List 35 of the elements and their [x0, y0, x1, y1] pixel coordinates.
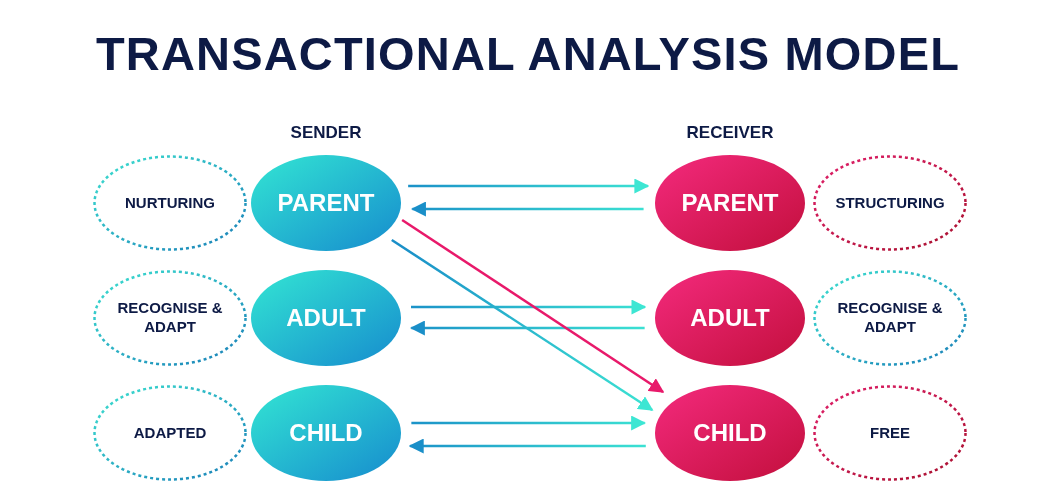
ego-state-ellipse: [251, 270, 401, 366]
arrow: [408, 178, 650, 194]
node-label: RECOGNISE & ADAPT: [836, 299, 944, 337]
node-label: FREE: [869, 423, 911, 443]
dotted-ellipse: [813, 270, 967, 366]
dotted-ellipse: [93, 385, 247, 481]
node-label: CHILD: [693, 418, 767, 448]
arrow: [391, 238, 654, 412]
node-label: STRUCTURING: [834, 193, 946, 213]
node-label: ADULT: [690, 303, 770, 333]
ego-state-ellipse: [251, 155, 401, 251]
arrow: [409, 320, 645, 336]
ego-state-ellipse: [655, 270, 805, 366]
ego-state-ellipse: [655, 385, 805, 481]
ego-state-ellipse: [655, 155, 805, 251]
node-label: ADULT: [286, 303, 366, 333]
arrow: [408, 438, 646, 454]
arrow: [411, 415, 647, 431]
node-label: CHILD: [289, 418, 363, 448]
column-heading: RECEIVER: [686, 124, 774, 141]
node-label: ADAPTED: [132, 423, 208, 443]
arrow: [411, 299, 647, 315]
column-heading: SENDER: [290, 124, 362, 141]
node-label: NURTURING: [124, 193, 216, 213]
title: TRANSACTIONAL ANALYSIS MODEL: [94, 30, 962, 77]
node-label: RECOGNISE & ADAPT: [116, 299, 224, 337]
arrow: [410, 201, 644, 217]
dotted-ellipse: [813, 385, 967, 481]
dotted-ellipse: [813, 155, 967, 251]
arrow: [401, 218, 665, 394]
node-label: PARENT: [277, 188, 375, 218]
dotted-ellipse: [93, 270, 247, 366]
node-label: PARENT: [681, 188, 779, 218]
dotted-ellipse: [93, 155, 247, 251]
ego-state-ellipse: [251, 385, 401, 481]
